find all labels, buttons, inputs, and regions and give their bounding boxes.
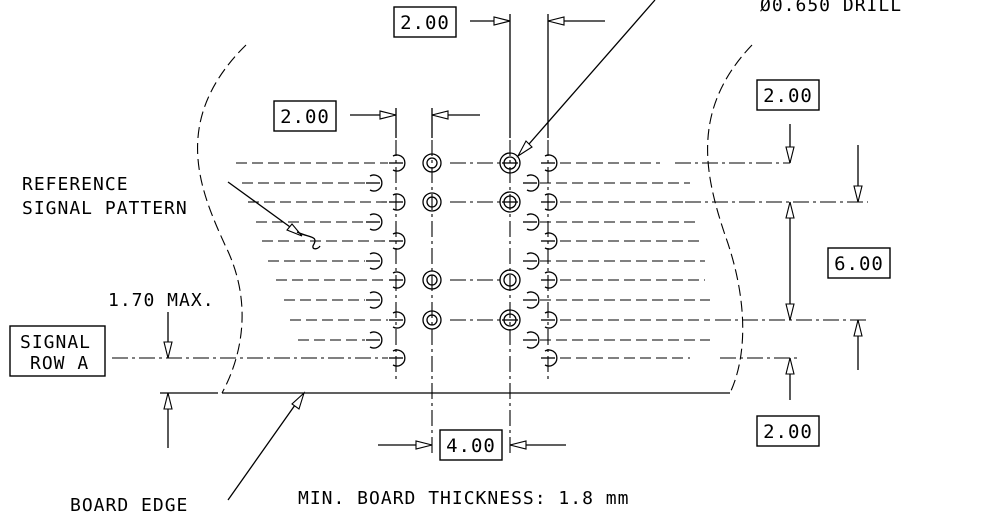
signal-row-lines bbox=[112, 162, 868, 359]
board-edge-label: BOARD EDGE bbox=[70, 391, 306, 515]
svg-text:6.00: 6.00 bbox=[834, 253, 884, 275]
svg-text:2.00: 2.00 bbox=[763, 85, 813, 107]
svg-text:2.00: 2.00 bbox=[280, 106, 330, 128]
bottom-spacing-dimension: 4.00 bbox=[378, 429, 566, 461]
plated-holes bbox=[422, 152, 521, 331]
right-top-dimension: 2.00 bbox=[756, 79, 863, 203]
svg-text:BOARD EDGE: BOARD EDGE bbox=[70, 495, 188, 515]
svg-text:SIGNAL: SIGNAL bbox=[20, 332, 91, 353]
centerlines bbox=[395, 14, 549, 455]
signal-row-label: SIGNAL ROW A bbox=[9, 325, 106, 377]
board-break-line-right bbox=[707, 44, 753, 394]
svg-text:4.00: 4.00 bbox=[446, 435, 496, 457]
svg-text:SIGNAL PATTERN: SIGNAL PATTERN bbox=[22, 198, 188, 219]
max-height-dimension: 1.70 MAX. bbox=[108, 290, 218, 448]
svg-text:1.70 MAX.: 1.70 MAX. bbox=[108, 290, 215, 311]
signal-holes-right bbox=[522, 154, 558, 367]
reference-pattern-label: REFERENCE SIGNAL PATTERN bbox=[22, 174, 321, 250]
svg-text:2.00: 2.00 bbox=[400, 12, 450, 34]
min-board-thickness-note: MIN. BOARD THICKNESS: 1.8 mm bbox=[298, 488, 629, 509]
right-middle-dimension: 6.00 bbox=[785, 201, 891, 321]
svg-text:2.00: 2.00 bbox=[763, 421, 813, 443]
right-bottom-dimension: 2.00 bbox=[756, 319, 863, 447]
left-spacing-dimension: 2.00 bbox=[273, 100, 480, 132]
drill-leader bbox=[516, 0, 656, 158]
svg-text:ROW A: ROW A bbox=[30, 353, 89, 374]
svg-text:REFERENCE: REFERENCE bbox=[22, 174, 129, 195]
signal-holes-left bbox=[365, 154, 406, 367]
top-spacing-dimension: 2.00 bbox=[393, 6, 605, 38]
drill-callout-label: Ø0.650 DRILL bbox=[760, 0, 902, 16]
board-break-line-left bbox=[197, 44, 247, 394]
